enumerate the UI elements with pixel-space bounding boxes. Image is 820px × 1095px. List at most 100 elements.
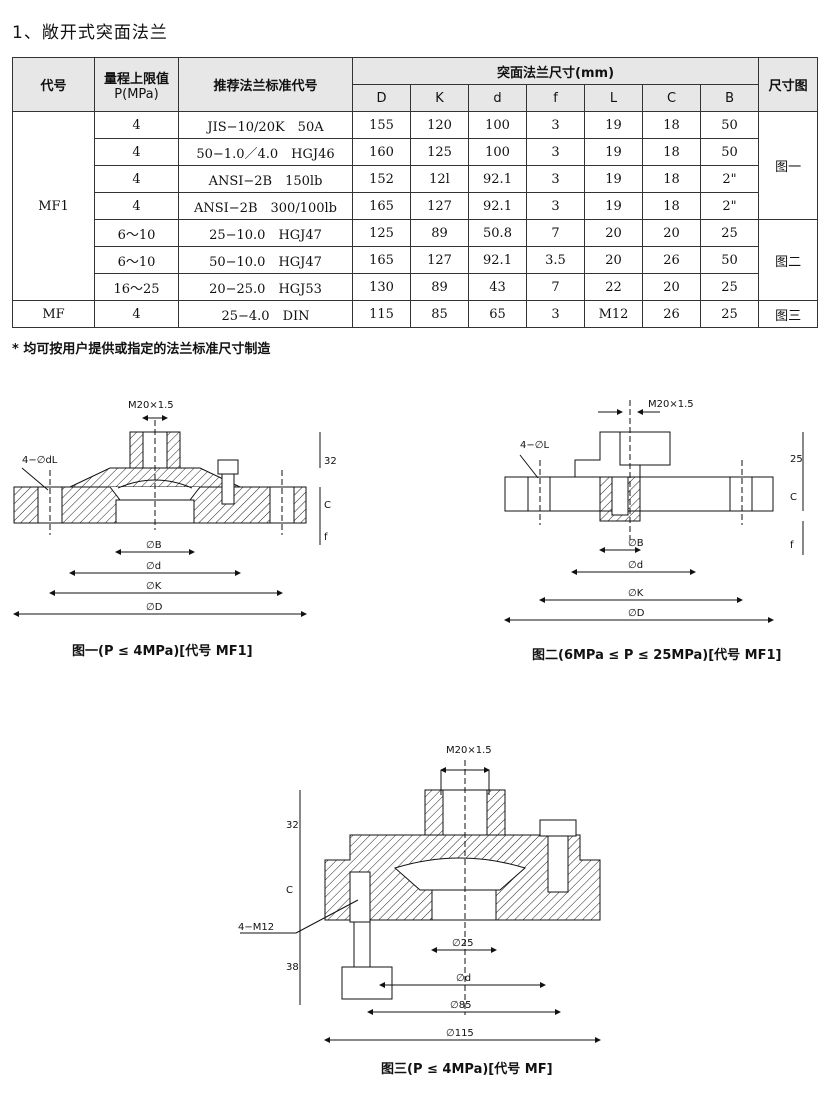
fig1-c-label: C	[324, 500, 331, 511]
cell-dim-L: 19	[584, 192, 643, 220]
fig2-holes-label: 4−∅L	[520, 440, 549, 451]
cell-dim-B: 2"	[699, 165, 760, 193]
section-title: 1、敞开式突面法兰	[12, 23, 168, 43]
cell-dim-f: 3	[526, 300, 585, 328]
cell-size-fig: 图三	[758, 300, 819, 328]
cell-dim-f: 3	[526, 138, 585, 166]
cell-pressure: 6～10	[94, 219, 179, 247]
cell-pressure: 6～10	[94, 246, 179, 274]
cell-dim-d: 100	[468, 138, 527, 166]
cell-dim-D: 115	[352, 300, 411, 328]
cell-flange-std: 25−10.0 HGJ47	[178, 219, 353, 247]
fig3-d85-label: ∅85	[450, 1000, 471, 1011]
figure-2	[504, 400, 804, 623]
fig3-thread-label: M20×1.5	[446, 745, 492, 756]
cell-dim-K: 127	[410, 246, 469, 274]
cell-dim-d: 43	[468, 273, 527, 301]
fig1-h32-label: 32	[324, 456, 337, 467]
fig1-dd-label: ∅D	[146, 602, 163, 613]
fig1-b-label: ∅B	[146, 540, 162, 551]
fig1-holes-label: 4−∅dL	[22, 455, 58, 466]
cell-dim-D: 165	[352, 192, 411, 220]
fig3-bolt-label: 4−M12	[238, 922, 274, 933]
cell-dim-L: 20	[584, 246, 643, 274]
fig2-h25-label: 25	[790, 454, 803, 465]
cell-size-fig: 图一	[758, 111, 819, 220]
header-col-L: L	[584, 84, 643, 112]
cell-dim-d: 50.8	[468, 219, 527, 247]
header-col-K: K	[410, 84, 469, 112]
fig1-f-label: f	[324, 532, 328, 543]
header-col-f: f	[526, 84, 585, 112]
cell-dim-C: 26	[642, 246, 701, 274]
cell-dim-d: 92.1	[468, 192, 527, 220]
fig1-caption: 图一(P ≤ 4MPa)[代号 MF1]	[72, 644, 253, 659]
header-flange-std: 推荐法兰标准代号	[178, 57, 353, 112]
cell-dim-B: 25	[699, 300, 760, 328]
cell-dim-B: 2"	[699, 192, 760, 220]
cell-dim-C: 26	[642, 300, 701, 328]
fig2-d-label: ∅d	[628, 560, 643, 571]
header-size-fig: 尺寸图	[758, 57, 819, 112]
cell-dim-B: 50	[699, 138, 760, 166]
header-dims-group: 突面法兰尺寸(mm)	[351, 57, 760, 85]
cell-dim-L: M12	[584, 300, 643, 328]
header-col-C: C	[642, 84, 701, 112]
fig2-b-label: ∅B	[628, 538, 644, 549]
cell-dim-K: 85	[410, 300, 469, 328]
fig2-dd-label: ∅D	[628, 608, 645, 619]
cell-dim-K: 89	[410, 219, 469, 247]
cell-pressure: 4	[94, 165, 179, 193]
cell-dim-K: 125	[410, 138, 469, 166]
cell-dim-L: 22	[584, 273, 643, 301]
fig1-k-label: ∅K	[146, 581, 162, 592]
cell-dim-C: 18	[642, 165, 701, 193]
cell-dim-C: 18	[642, 192, 701, 220]
cell-dim-B: 50	[699, 111, 760, 139]
cell-dim-K: 127	[410, 192, 469, 220]
cell-dim-C: 20	[642, 219, 701, 247]
footnote: * 均可按用户提供或指定的法兰标准尺寸制造	[12, 342, 271, 357]
cell-dim-d: 92.1	[468, 165, 527, 193]
figure-3	[240, 760, 601, 1043]
fig3-d25-label: ∅25	[452, 938, 473, 949]
cell-pressure: 4	[94, 300, 179, 328]
cell-size-fig: 图二	[758, 219, 819, 301]
cell-dim-B: 50	[699, 246, 760, 274]
cell-dim-C: 20	[642, 273, 701, 301]
fig2-thread-label: M20×1.5	[648, 399, 694, 410]
fig3-d115-label: ∅115	[446, 1028, 474, 1039]
fig2-c-label: C	[790, 492, 797, 503]
cell-pressure: 4	[94, 138, 179, 166]
cell-dim-D: 160	[352, 138, 411, 166]
fig2-caption: 图二(6MPa ≤ P ≤ 25MPa)[代号 MF1]	[532, 648, 782, 663]
fig3-c-label: C	[286, 885, 293, 896]
cell-code: MF	[12, 300, 95, 328]
cell-flange-std: 50−10.0 HGJ47	[178, 246, 353, 274]
header-col-d: d	[468, 84, 527, 112]
fig2-k-label: ∅K	[628, 588, 644, 599]
cell-dim-d: 65	[468, 300, 527, 328]
fig1-thread-label: M20×1.5	[128, 400, 174, 411]
cell-dim-K: 120	[410, 111, 469, 139]
cell-dim-f: 3.5	[526, 246, 585, 274]
fig3-h32-label: 32	[286, 820, 299, 831]
fig3-caption: 图三(P ≤ 4MPa)[代号 MF]	[381, 1062, 553, 1077]
cell-dim-L: 19	[584, 165, 643, 193]
cell-code: MF1	[12, 111, 95, 301]
figure-1	[13, 415, 321, 617]
fig3-h38-label: 38	[286, 962, 299, 973]
fig3-d-label: ∅d	[456, 973, 471, 984]
fig2-f-label: f	[790, 540, 794, 551]
fig1-d-label: ∅d	[146, 561, 161, 572]
